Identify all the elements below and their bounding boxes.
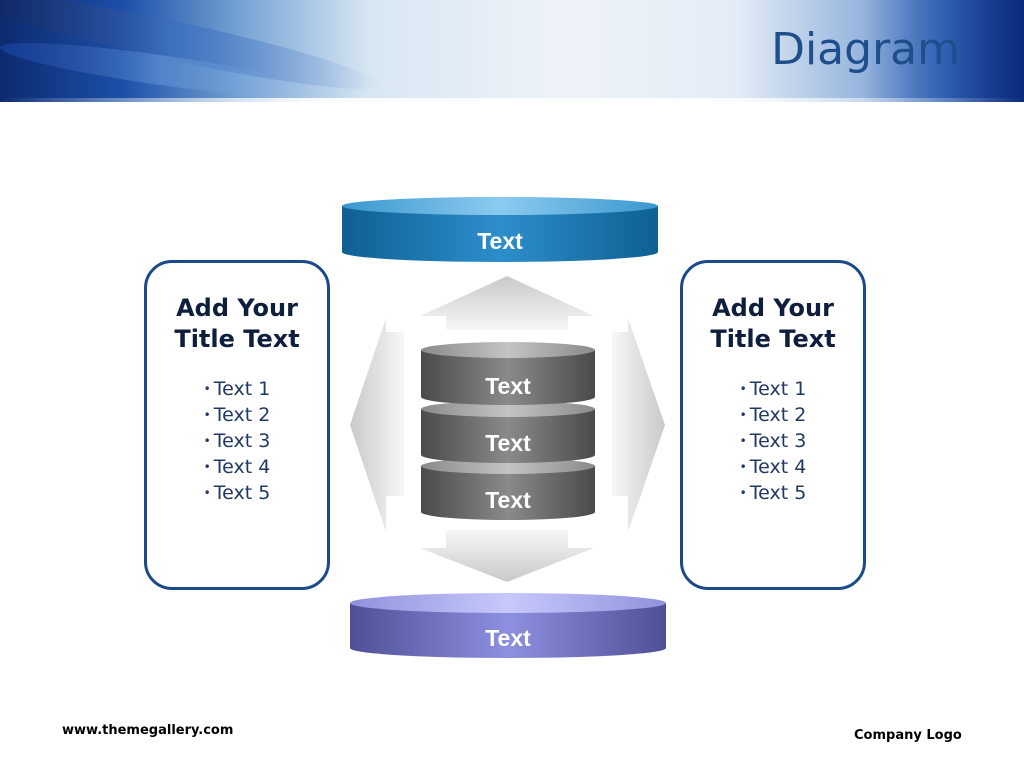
stack-disc-1 [421, 342, 595, 405]
arrow-right [612, 318, 665, 532]
top-cylinder-label: Text [477, 228, 523, 254]
left-panel: Add Your Title Text Text 1 Text 2 Text 3… [144, 260, 330, 590]
banner-highlight [0, 98, 1024, 102]
list-item: Text 1 [740, 377, 807, 403]
company-logo: Company Logo [854, 728, 962, 743]
right-panel-list: Text 1 Text 2 Text 3 Text 4 Text 5 [740, 377, 807, 507]
bottom-cylinder-label: Text [485, 625, 531, 651]
arrow-left [350, 318, 404, 532]
banner-streak [864, 0, 1024, 102]
left-panel-title: Add Your Title Text [174, 294, 300, 353]
list-item: Text 4 [204, 455, 271, 481]
stack-label-3: Text [485, 487, 531, 513]
list-item: Text 3 [204, 429, 271, 455]
list-item: Text 5 [204, 481, 271, 507]
header-banner [0, 0, 1024, 108]
list-item: Text 4 [740, 455, 807, 481]
stack-disc-2 [421, 401, 595, 463]
top-cylinder [342, 197, 658, 262]
list-item: Text 2 [740, 403, 807, 429]
stack-label-2: Text [485, 430, 531, 456]
bottom-cylinder [350, 593, 666, 658]
footer-website: www.themegallery.com [62, 723, 234, 738]
list-item: Text 1 [204, 377, 271, 403]
left-panel-list: Text 1 Text 2 Text 3 Text 4 Text 5 [204, 377, 271, 507]
arrow-up [420, 276, 594, 330]
slide-title: Diagram [771, 24, 960, 75]
right-panel-title: Add Your Title Text [710, 294, 836, 353]
list-item: Text 3 [740, 429, 807, 455]
arrow-down [420, 530, 594, 582]
list-item: Text 5 [740, 481, 807, 507]
stack-label-1: Text [485, 373, 531, 399]
right-panel: Add Your Title Text Text 1 Text 2 Text 3… [680, 260, 866, 590]
stack-disc-3 [421, 458, 595, 520]
list-item: Text 2 [204, 403, 271, 429]
